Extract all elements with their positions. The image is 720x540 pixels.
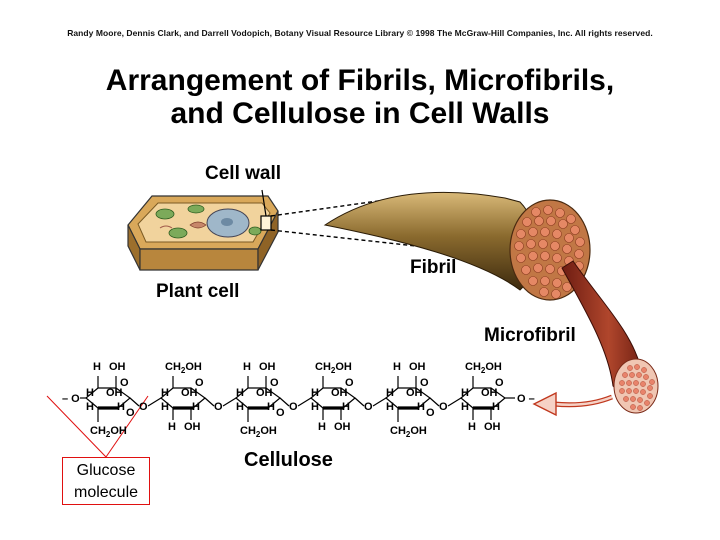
ring-oxygen: O bbox=[420, 377, 429, 389]
oh-label: OH bbox=[256, 387, 273, 399]
callout-line-2: molecule bbox=[73, 484, 139, 501]
oh-label: OH bbox=[409, 361, 426, 373]
bond bbox=[429, 397, 440, 407]
oh-label: OH bbox=[331, 387, 348, 399]
label-cell-wall: Cell wall bbox=[205, 163, 282, 184]
oh-label: OH bbox=[334, 421, 351, 433]
h-label: H bbox=[386, 401, 394, 413]
h-label: H bbox=[417, 401, 425, 413]
oh-label: OH bbox=[106, 387, 123, 399]
bond bbox=[354, 397, 365, 407]
glucose-molecule-callout: Glucose molecule bbox=[62, 457, 150, 505]
ch2oh-label: CH2OH bbox=[315, 361, 352, 375]
glycosidic-oxygen: O bbox=[364, 401, 373, 413]
label-fibril: Fibril bbox=[410, 257, 457, 278]
oh-label: OH bbox=[109, 361, 126, 373]
oh-label: OH bbox=[481, 387, 498, 399]
page-title: Arrangement of Fibrils, Microfibrils, an… bbox=[0, 64, 720, 130]
bond bbox=[222, 397, 237, 407]
h-label: H bbox=[311, 387, 319, 399]
h-label: H bbox=[86, 387, 94, 399]
bond bbox=[447, 397, 462, 407]
plant-cell bbox=[127, 189, 279, 271]
h-label: H bbox=[161, 387, 169, 399]
oh-label: OH bbox=[484, 421, 501, 433]
h-label: H bbox=[318, 421, 326, 433]
glycosidic-oxygen: O bbox=[139, 401, 148, 413]
h-label: H bbox=[461, 401, 469, 413]
label-plant-cell: Plant cell bbox=[156, 281, 240, 302]
h-label: H bbox=[168, 421, 176, 433]
fibril bbox=[323, 191, 591, 301]
h-label: H bbox=[492, 401, 500, 413]
callout-line-1: Glucose bbox=[76, 462, 136, 479]
h-label: H bbox=[243, 361, 251, 373]
title-line-1: Arrangement of Fibrils, Microfibrils, bbox=[105, 64, 615, 97]
oh-label: OH bbox=[406, 387, 423, 399]
ring-oxygen: O bbox=[495, 377, 504, 389]
ring-oxygen: O bbox=[345, 377, 354, 389]
ring-oxygen: O bbox=[195, 377, 204, 389]
bond bbox=[147, 397, 162, 407]
ch2oh-label: CH2OH bbox=[465, 361, 502, 375]
h-label: H bbox=[192, 401, 200, 413]
label-microfibril: Microfibril bbox=[484, 325, 576, 346]
h-label: H bbox=[386, 387, 394, 399]
h-label: H bbox=[393, 361, 401, 373]
title-line-2: and Cellulose in Cell Walls bbox=[170, 97, 550, 130]
bond bbox=[279, 397, 290, 407]
h-label: H bbox=[86, 401, 94, 413]
oh-label: OH bbox=[259, 361, 276, 373]
bond bbox=[204, 397, 215, 407]
h-label: H bbox=[236, 401, 244, 413]
ring-oxygen: O bbox=[270, 377, 279, 389]
chain-end-left: – O bbox=[62, 393, 80, 405]
glycosidic-oxygen: O bbox=[439, 401, 448, 413]
ch2oh-label: CH2OH bbox=[390, 425, 427, 439]
h-label: H bbox=[311, 401, 319, 413]
microfibril bbox=[561, 260, 659, 414]
ring-oxygen: O bbox=[426, 407, 435, 419]
ch2oh-label: CH2OH bbox=[90, 425, 127, 439]
ring-oxygen: O bbox=[276, 407, 285, 419]
bond bbox=[372, 397, 387, 407]
ch2oh-label: CH2OH bbox=[165, 361, 202, 375]
h-label: H bbox=[161, 401, 169, 413]
label-cellulose: Cellulose bbox=[244, 449, 333, 471]
h-label: H bbox=[236, 387, 244, 399]
bond bbox=[129, 397, 140, 407]
h-label: H bbox=[468, 421, 476, 433]
arrow-icon bbox=[532, 391, 613, 417]
oh-label: OH bbox=[181, 387, 198, 399]
h-label: H bbox=[93, 361, 101, 373]
credit-line: Randy Moore, Dennis Clark, and Darrell V… bbox=[67, 28, 653, 38]
ch2oh-label: CH2OH bbox=[240, 425, 277, 439]
ring-oxygen: O bbox=[126, 407, 135, 419]
glycosidic-oxygen: O bbox=[214, 401, 223, 413]
h-label: H bbox=[342, 401, 350, 413]
h-label: H bbox=[117, 401, 125, 413]
glycosidic-oxygen: O bbox=[289, 401, 298, 413]
h-label: H bbox=[267, 401, 275, 413]
bond bbox=[297, 397, 312, 407]
oh-label: OH bbox=[184, 421, 201, 433]
h-label: H bbox=[461, 387, 469, 399]
ring-oxygen: O bbox=[120, 377, 129, 389]
chain-end-right: O – bbox=[517, 393, 535, 405]
